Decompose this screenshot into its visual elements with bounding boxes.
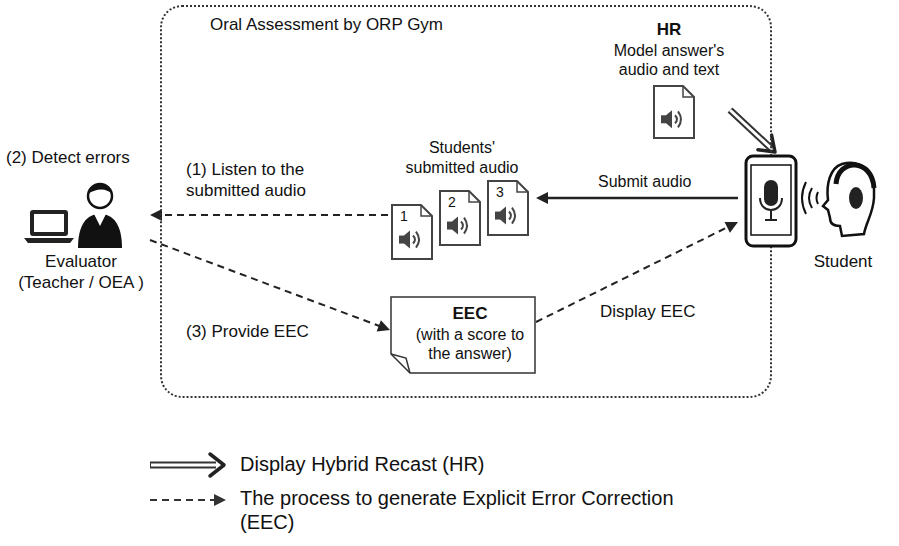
laptop-base (24, 238, 74, 243)
connector (730, 110, 775, 152)
phone-body (746, 156, 796, 246)
edge-label: (3) Provide EEC (186, 322, 309, 343)
speaker-icon (500, 207, 506, 225)
eec-note: EEC(with a score to the answer) (390, 296, 536, 374)
sound-waves (675, 111, 681, 127)
audio-stack-icon (388, 179, 536, 263)
callout-number: 1 (400, 208, 408, 225)
step-label: (2) Detect errors (6, 148, 130, 169)
headphone-band (836, 165, 874, 188)
legend-text: The process to generate Explicit Error C… (240, 486, 720, 535)
model-answer-doc: HRModel answer's audio and text (608, 20, 730, 142)
node-text: Students' submitted audio (394, 138, 530, 177)
legend-samples (140, 440, 240, 520)
node-text: Model answer's audio and text (610, 41, 728, 80)
arrow-head (725, 222, 738, 233)
connector (536, 222, 738, 322)
audio-file-sheet (440, 191, 480, 245)
microphone (764, 180, 778, 206)
chevron-head (758, 135, 775, 152)
model-answer-icon (608, 82, 730, 142)
node-text: Oral Assessment by ORP Gym (210, 15, 770, 36)
legend-dashed-line (150, 499, 216, 501)
person-collar (94, 214, 106, 226)
audio-file-sheet (654, 86, 694, 138)
evaluator-icon (12, 176, 150, 250)
node-text: Evaluator (Teacher / OEA ) (12, 252, 150, 293)
sound-waves (509, 208, 515, 224)
sheet-fold (517, 181, 528, 192)
edge-label: Display EEC (600, 302, 695, 323)
node-text: (with a score to the answer) (412, 325, 528, 364)
audio-file-sheet (392, 205, 432, 259)
legend-text: Display Hybrid Recast (HR) (240, 452, 485, 476)
connector (536, 192, 738, 204)
double-line-outer (730, 110, 773, 150)
solid-line (546, 197, 738, 200)
sheet-fold (421, 205, 432, 216)
speaker-icon (495, 212, 500, 220)
sound-waves (461, 218, 467, 234)
connector (150, 209, 388, 221)
audio-file-sheet (488, 181, 528, 235)
person-body (78, 214, 122, 248)
speaker-icon (452, 217, 458, 235)
legend-chevron-head (210, 454, 224, 476)
connector (150, 240, 390, 331)
sheet-fold (683, 86, 694, 97)
speaker-icon (661, 115, 666, 123)
voice-waves (802, 182, 818, 214)
head-profile (823, 163, 874, 236)
speaker-icon (399, 236, 404, 244)
phone-screen (751, 165, 791, 235)
arrow-head (377, 320, 390, 331)
double-line-core (730, 110, 773, 150)
person-head (88, 184, 112, 208)
note-outline (391, 297, 535, 373)
speaker-icon (404, 231, 410, 249)
callout-number: 3 (496, 184, 504, 201)
legend-double-line (150, 462, 216, 469)
legend-double-line-core (151, 464, 217, 467)
microphone-stand (760, 198, 782, 220)
legend-arrow-head (214, 494, 226, 506)
evaluator-figure: Evaluator (Teacher / OEA ) (12, 176, 150, 295)
headphone-cup (849, 187, 863, 209)
sound-waves (413, 232, 419, 248)
laptop-screen (30, 210, 68, 236)
edge-label: Submit audio (598, 172, 691, 192)
student-figure: Student (738, 152, 878, 277)
student-icon (738, 152, 878, 252)
dashed-line (160, 214, 388, 216)
dashed-line (150, 240, 381, 326)
note-fold (391, 354, 410, 373)
node-text: Student (808, 252, 878, 273)
speaker-icon (666, 110, 672, 128)
callout-number: 2 (448, 194, 456, 211)
submitted-audio-stack: Students' submitted audio 1 2 3 (388, 138, 536, 263)
dashed-line (536, 226, 729, 322)
laptop-display (34, 214, 64, 232)
arrow-head (536, 192, 548, 204)
person-hair (88, 185, 112, 194)
speaker-icon (447, 222, 452, 230)
edge-label: (1) Listen to the submitted audio (186, 160, 358, 201)
sheet-fold (469, 191, 480, 202)
node-text: HR (610, 20, 728, 41)
node-text: EEC (412, 304, 528, 325)
